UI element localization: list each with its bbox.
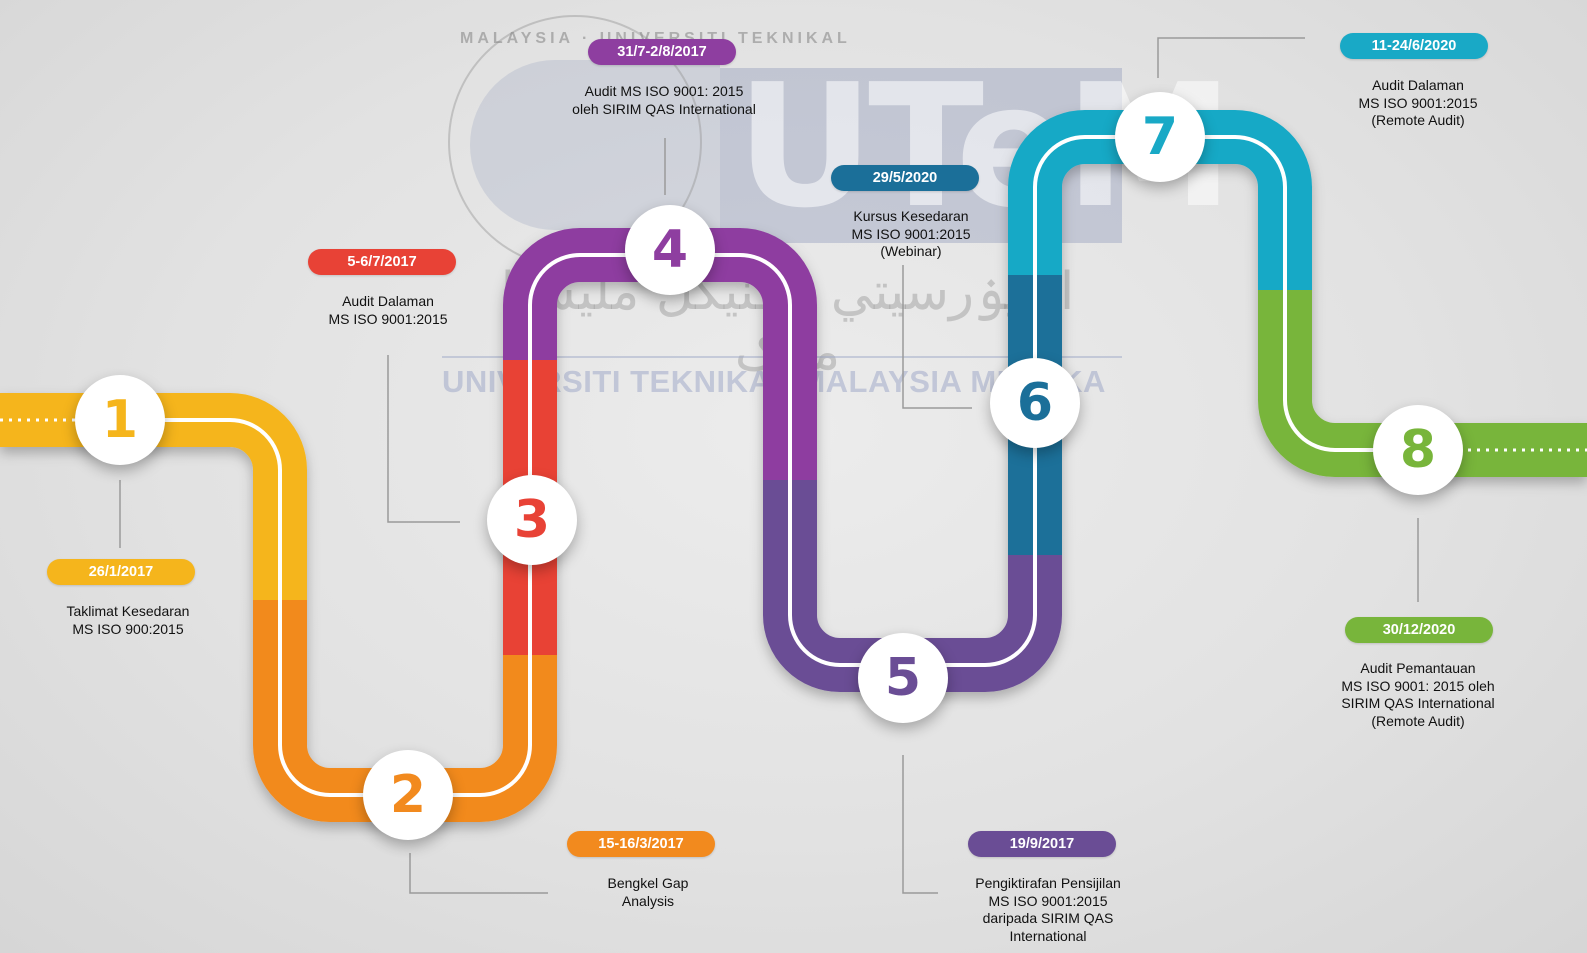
leader-line-5 [902, 755, 938, 894]
milestone-description-8: Audit Pemantauan MS ISO 9001: 2015 oleh … [1320, 660, 1516, 730]
description-line: (Remote Audit) [1371, 112, 1465, 128]
description-line: Kursus Kesedaran [853, 208, 969, 224]
milestone-date-5: 19/9/2017 [968, 831, 1116, 857]
road-center-line [120, 135, 1420, 797]
description-line: MS ISO 9001: 2015 oleh [1341, 677, 1495, 694]
description-line: Audit MS ISO 9001: 2015 [584, 83, 744, 99]
milestone-node-5: 5 [858, 633, 948, 723]
leader-line-2 [409, 853, 548, 894]
milestone-node-6: 6 [990, 358, 1080, 448]
description-line: Analysis [621, 892, 675, 909]
description-line: oleh SIRIM QAS International [572, 100, 756, 117]
description-line: Bengkel Gap [607, 875, 689, 891]
milestone-description-3: Audit Dalaman MS ISO 9001:2015 [300, 293, 476, 328]
milestone-date-7: 11-24/6/2020 [1340, 33, 1488, 59]
milestone-node-4: 4 [625, 205, 715, 295]
milestone-description-2: Bengkel Gap Analysis [560, 875, 736, 910]
description-line: MS ISO 900:2015 [72, 620, 184, 637]
description-line: SIRIM QAS International [1341, 695, 1495, 711]
milestone-date-4: 31/7-2/8/2017 [588, 39, 736, 65]
description-line: MS ISO 9001:2015 [988, 892, 1108, 909]
description-line: (Webinar) [880, 243, 942, 259]
milestone-node-8: 8 [1373, 405, 1463, 495]
description-line: Audit Dalaman [342, 293, 434, 309]
description-line: MS ISO 9001:2015 [851, 225, 971, 242]
milestone-node-7: 7 [1115, 92, 1205, 182]
milestone-node-1: 1 [75, 375, 165, 465]
milestone-date-6: 29/5/2020 [831, 165, 979, 191]
description-line: (Remote Audit) [1371, 712, 1465, 729]
leader-line-6 [902, 265, 972, 409]
description-line: MS ISO 9001:2015 [328, 310, 448, 327]
milestone-description-1: Taklimat Kesedaran MS ISO 900:2015 [30, 603, 226, 638]
description-line: Audit Pemantauan [1360, 660, 1476, 676]
description-line: MS ISO 9001:2015 [1358, 94, 1478, 111]
milestone-description-6: Kursus Kesedaran MS ISO 9001:2015 (Webin… [823, 208, 999, 261]
description-line: Audit Dalaman [1372, 77, 1464, 93]
milestone-node-2: 2 [363, 750, 453, 840]
description-line: Pengiktirafan Pensijilan [975, 875, 1121, 891]
description-line: International [1009, 927, 1087, 944]
milestone-date-8: 30/12/2020 [1345, 617, 1493, 643]
leader-line-7 [1157, 37, 1305, 78]
milestone-description-7: Audit Dalaman MS ISO 9001:2015 (Remote A… [1330, 77, 1506, 130]
milestone-description-5: Pengiktirafan Pensijilan MS ISO 9001:201… [960, 875, 1136, 945]
milestone-date-2: 15-16/3/2017 [567, 831, 715, 857]
description-line: daripada SIRIM QAS [982, 910, 1114, 926]
milestone-node-3: 3 [487, 475, 577, 565]
milestone-date-3: 5-6/7/2017 [308, 249, 456, 275]
milestone-description-4: Audit MS ISO 9001: 2015 oleh SIRIM QAS I… [555, 83, 773, 118]
milestone-date-1: 26/1/2017 [47, 559, 195, 585]
description-line: Taklimat Kesedaran [66, 603, 190, 619]
leader-line-3 [387, 355, 460, 523]
